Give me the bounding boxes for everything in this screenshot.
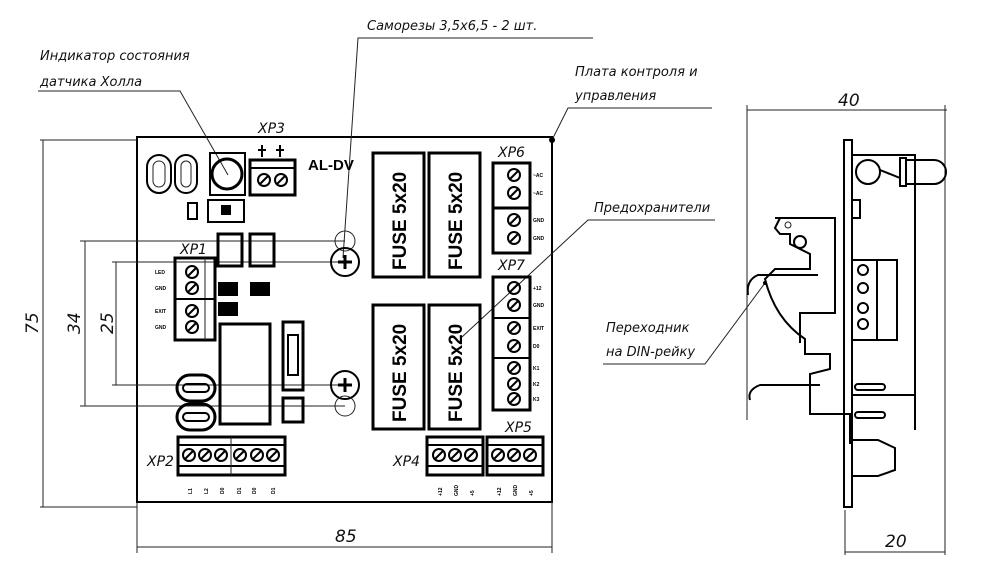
xp6-pin: ~AC xyxy=(533,191,544,197)
xp6-pin: GND xyxy=(533,236,545,242)
xp7-pin: GND xyxy=(533,303,545,309)
xp6-pin: GND xyxy=(533,218,545,224)
xp2-pin: D0 xyxy=(220,487,226,494)
callout-board-line1: Плата контроля и xyxy=(575,65,698,80)
callout-din: Переходник на DIN-рейку xyxy=(603,281,767,365)
dim-height-75: 75 xyxy=(23,312,43,334)
fuse-label: FUSE 5x20 xyxy=(446,324,467,422)
oval-pad xyxy=(146,154,172,194)
xp7-pin: K2 xyxy=(533,382,540,388)
model-label: AL-DV xyxy=(308,157,354,174)
xp2-pin: L1 xyxy=(188,488,194,494)
fuse-1: FUSE 5x20 xyxy=(371,151,426,279)
side-view: 40 20 xyxy=(746,91,947,555)
callout-screws: Саморезы 3,5х6,5 - 2 шт. xyxy=(342,19,593,259)
xp1-pin: EXIT xyxy=(155,309,166,315)
callout-board-line2: управления xyxy=(574,89,656,104)
screw-top xyxy=(330,230,360,277)
screw-bottom xyxy=(330,370,360,417)
xp7-pin: K1 xyxy=(533,366,540,372)
dimension-34: 34 xyxy=(65,240,345,407)
xp5-pin: +5 xyxy=(529,490,535,496)
xp5-label: XP5 xyxy=(504,420,532,436)
xp2-pin: D0 xyxy=(252,487,258,494)
xp1-label: XP1 xyxy=(179,242,207,258)
callout-screws-text: Саморезы 3,5х6,5 - 2 шт. xyxy=(367,19,537,34)
pcb-side xyxy=(843,139,853,508)
connector-xp3 xyxy=(248,158,297,197)
dim-mount-25: 25 xyxy=(98,312,118,334)
callout-din-line1: Переходник xyxy=(606,321,690,336)
board-outline xyxy=(136,136,553,503)
callout-hall-line1: Индикатор состояния xyxy=(40,49,190,64)
xp2-pin: L2 xyxy=(204,488,210,494)
xp1-pin: GND xyxy=(155,286,167,292)
xp7-pin: D0 xyxy=(533,344,540,350)
xp4-pin: +12 xyxy=(438,487,444,496)
xp7-pin: K3 xyxy=(533,397,540,403)
connector-xp4 xyxy=(425,435,485,477)
xp2-pin: D1 xyxy=(237,487,243,494)
callout-din-line2: на DIN-рейку xyxy=(606,345,695,360)
fuse-label: FUSE 5x20 xyxy=(446,172,467,270)
xp4-pin: +5 xyxy=(470,490,476,496)
callout-fuses: Предохранители xyxy=(461,201,715,338)
connector-xp7 xyxy=(491,275,532,412)
xp6-label: XP6 xyxy=(497,145,525,161)
xp2-label: XP2 xyxy=(146,454,174,470)
xp7-label: XP7 xyxy=(497,258,525,274)
fuse-label: FUSE 5x20 xyxy=(390,324,411,422)
xp1-pin: GND xyxy=(155,325,167,331)
xp2-pin: D1 xyxy=(271,487,277,494)
dim-width-85: 85 xyxy=(335,527,357,547)
hall-led xyxy=(209,152,246,196)
connector-xp5 xyxy=(485,435,545,477)
xp7-pin: +12 xyxy=(533,286,542,292)
din-rail-adapter xyxy=(763,217,851,444)
dim-depth-20: 20 xyxy=(885,532,907,552)
fuse-4: FUSE 5x20 xyxy=(427,303,482,431)
dimension-25: 25 xyxy=(98,261,345,386)
xp4-label: XP4 xyxy=(392,454,420,470)
callout-hall-line2: датчика Холла xyxy=(39,75,142,90)
xp3-label: XP3 xyxy=(257,121,285,137)
dimension-85: 85 xyxy=(136,502,553,553)
fuse-label: FUSE 5x20 xyxy=(390,172,411,270)
callout-fuses-text: Предохранители xyxy=(594,201,710,216)
xp5-pin: GND xyxy=(513,485,519,497)
xp1-pin: LED xyxy=(155,270,165,276)
callout-board: Плата контроля и управления xyxy=(549,65,712,143)
callout-hall-indicator: Индикатор состояния датчика Холла xyxy=(38,49,229,176)
oval-pad xyxy=(174,154,198,194)
fuse-3: FUSE 5x20 xyxy=(371,303,426,431)
xp6-pin: ~AC xyxy=(533,173,544,179)
fuse-2: FUSE 5x20 xyxy=(427,151,482,279)
xp5-pin: +12 xyxy=(497,487,503,496)
xp4-pin: GND xyxy=(454,485,460,497)
relay xyxy=(218,322,272,426)
xp7-pin: EXIT xyxy=(533,326,544,332)
dimension-75: 75 xyxy=(23,139,137,508)
dim-depth-40: 40 xyxy=(838,91,860,111)
dim-mount-34: 34 xyxy=(65,312,85,334)
